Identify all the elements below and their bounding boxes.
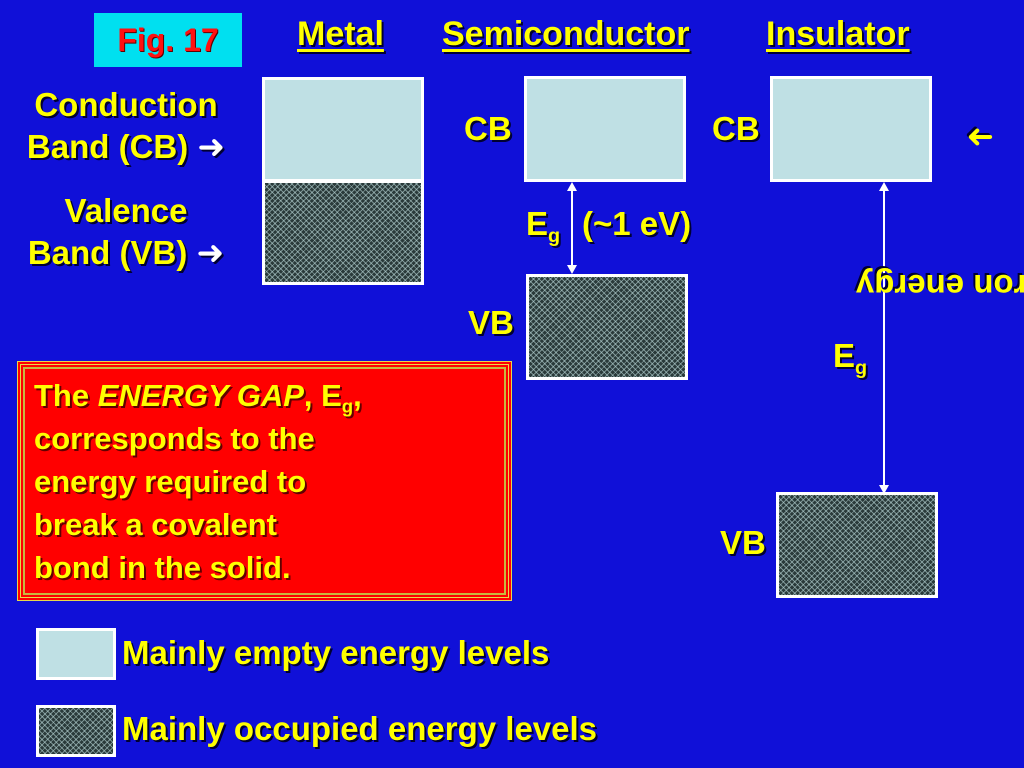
energy-gap-note-text: The ENERGY GAP, Eg, corresponds to the e…	[34, 374, 504, 589]
note-line3: energy required to	[34, 464, 307, 499]
note-mid: , E	[303, 378, 342, 413]
heading-insulator: Insulator	[766, 15, 910, 53]
gap-symbol: E	[833, 337, 856, 374]
metal-vb-label-text: Band (VB)	[27, 234, 188, 271]
gap-subscript: g	[548, 224, 561, 247]
insulator-vb-tag: VB	[720, 524, 766, 561]
legend-swatch-occupied	[36, 705, 116, 757]
legend-swatch-empty	[36, 628, 116, 680]
legend-label-occupied: Mainly occupied energy levels	[122, 710, 598, 747]
metal-cb-label-text: Band (CB)	[26, 128, 189, 165]
metal-vb-label-line2: Band (VB) ➜	[6, 232, 246, 274]
arrow-up-icon: ➜	[966, 119, 994, 157]
insulator-gap-label: Eg	[833, 337, 867, 378]
gap-subscript: g	[855, 356, 868, 379]
semiconductor-gap-label: Eg	[526, 205, 560, 246]
figure-label: Fig. 17	[94, 13, 242, 67]
note-emphasis: ENERGY GAP	[97, 378, 304, 413]
note-line5: bond in the solid.	[34, 550, 291, 585]
insulator-cb-tag: CB	[712, 110, 760, 147]
metal-cb-label-line1: Conduction	[34, 86, 218, 123]
metal-cb-label-line2: Band (CB) ➜	[6, 126, 246, 168]
metal-conduction-band	[262, 77, 424, 182]
semiconductor-conduction-band	[524, 76, 686, 182]
arrow-right-icon: ➜	[197, 128, 226, 165]
semiconductor-vb-tag: VB	[468, 304, 514, 341]
legend-label-empty: Mainly empty energy levels	[122, 634, 550, 671]
insulator-gap-arrow	[879, 182, 889, 494]
axis-label-text: Electron energy	[855, 267, 1024, 305]
metal-cb-label: Conduction Band (CB) ➜	[6, 84, 246, 168]
semiconductor-gap-value: (~1 eV)	[582, 205, 692, 242]
semiconductor-gap-arrow	[567, 182, 577, 274]
heading-semiconductor: Semiconductor	[442, 15, 690, 53]
gap-symbol: E	[526, 205, 549, 242]
insulator-valence-band	[776, 492, 938, 598]
metal-vb-label: Valence Band (VB) ➜	[6, 190, 246, 274]
note-line2: corresponds to the	[34, 421, 315, 456]
note-post: ,	[353, 378, 362, 413]
energy-gap-note-box	[17, 361, 512, 601]
arrow-right-icon: ➜	[196, 234, 225, 271]
semiconductor-valence-band	[526, 274, 688, 380]
note-subscript: g	[341, 395, 354, 417]
note-line1: The ENERGY GAP, Eg,	[34, 374, 504, 417]
metal-vb-label-line1: Valence	[64, 192, 188, 229]
heading-metal: Metal	[297, 15, 384, 53]
note-pre: The	[34, 378, 98, 413]
note-line4: break a covalent	[34, 507, 277, 542]
insulator-conduction-band	[770, 76, 932, 182]
semiconductor-cb-tag: CB	[464, 110, 512, 147]
electron-energy-axis-label: Electron energy ➜	[856, 104, 1024, 430]
metal-valence-band	[262, 180, 424, 285]
